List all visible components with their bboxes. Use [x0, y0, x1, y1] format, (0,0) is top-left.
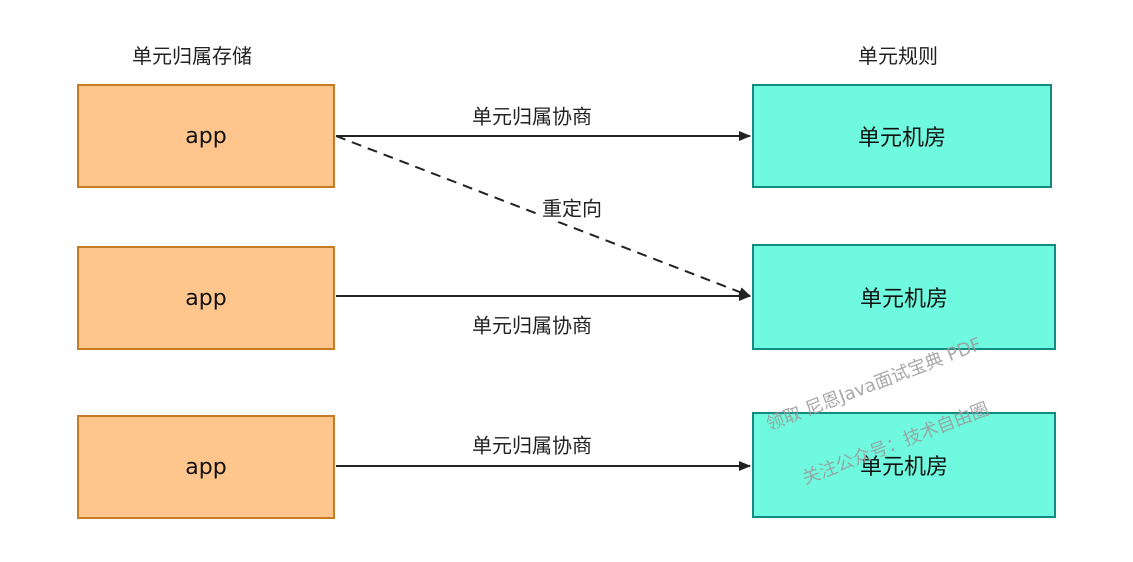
app-box-label: app — [185, 285, 227, 311]
unit-room-label: 单元机房 — [857, 126, 946, 151]
edge-label-negotiation-2: 单元归属协商 — [472, 313, 592, 338]
unit-room-box-1[interactable]: 单元机房 — [752, 84, 1052, 188]
app-box-label: app — [185, 123, 227, 149]
heading-unit-ownership-storage: 单元归属存储 — [132, 44, 252, 68]
unit-room-box-3[interactable]: 单元机房 — [752, 412, 1056, 518]
edge-label-redirect: 重定向 — [540, 192, 604, 222]
app-box-1[interactable]: app — [77, 84, 335, 188]
unit-room-label: 单元机房 — [859, 455, 948, 480]
unit-room-label: 单元机房 — [859, 287, 948, 312]
edge-label-negotiation-3: 单元归属协商 — [472, 433, 592, 458]
app-box-2[interactable]: app — [77, 246, 335, 350]
app-box-label: app — [185, 454, 227, 480]
app-box-3[interactable]: app — [77, 415, 335, 519]
unit-room-box-2[interactable]: 单元机房 — [752, 244, 1056, 350]
edge-label-negotiation-1: 单元归属协商 — [472, 104, 592, 129]
heading-unit-rules: 单元规则 — [858, 44, 938, 68]
